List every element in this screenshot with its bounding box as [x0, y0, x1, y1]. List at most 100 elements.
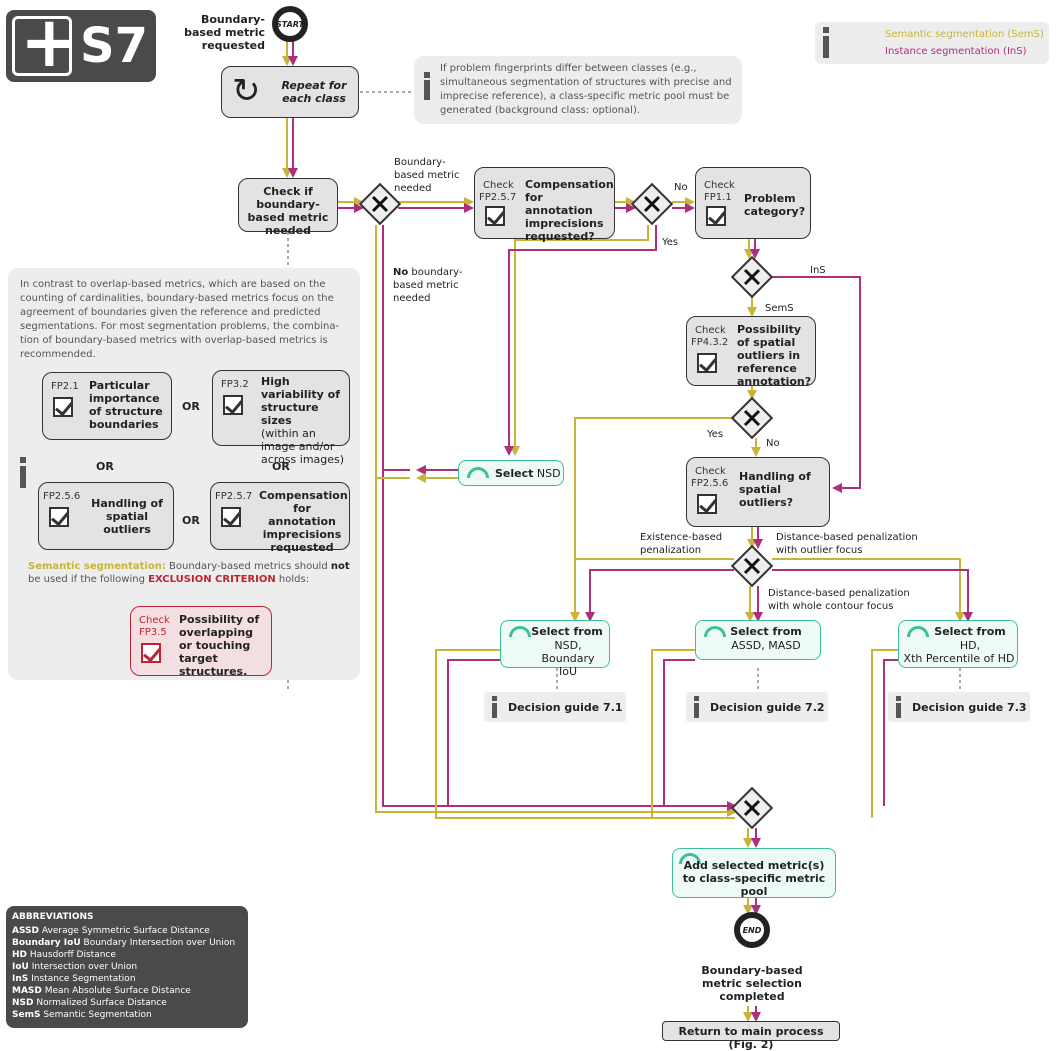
info-icon: [694, 703, 699, 718]
edge-no: No: [674, 182, 688, 193]
abbr-key: HD: [12, 950, 28, 960]
fp-b-bold: High variability of structure sizes: [261, 375, 340, 427]
check-word: Check: [695, 466, 726, 477]
checkbox-icon: [706, 206, 726, 226]
fp-code: FP2.5.6: [691, 478, 729, 489]
abbr-key: IoU: [12, 962, 29, 972]
check-word: Check: [704, 180, 735, 191]
or-3: OR: [272, 460, 290, 473]
info-icon: [896, 703, 901, 718]
end-caption: Boundary-based metric selection complete…: [701, 964, 803, 1003]
edge-dist-whole: Distance-based penalization with whole c…: [768, 588, 910, 612]
edge-no2: No: [766, 438, 780, 449]
checkbox-icon: [697, 494, 717, 514]
abbr-key: SemS: [12, 1010, 41, 1020]
guide-label: Decision guide 7.3: [912, 701, 1027, 714]
select-nsd-rest: NSD: [533, 467, 561, 480]
select-a: Select from NSD, Boundary IoU: [500, 620, 610, 678]
check-compensation: Check FP2.5.7 Compensation for annotatio…: [474, 167, 615, 243]
fp-a-label: Particular importance of structure bound…: [89, 379, 163, 431]
select-b: Select from ASSD, MASD: [695, 620, 821, 660]
handling-label: Handling of spatial outliers?: [739, 470, 811, 509]
fp-code: FP2.5.6: [43, 491, 81, 502]
side-intro: In contrast to overlap-based metrics, wh…: [20, 279, 340, 360]
check-word: Check: [139, 615, 170, 626]
outliers-ref-label: Possibility of spatial outliers in refer…: [737, 323, 812, 388]
fp-handling-outliers: FP2.5.6 Handling of spatial outliers: [38, 482, 174, 550]
select-nsd-bold: Select: [495, 467, 534, 480]
repeat-info-text: If problem fingerprints differ between c…: [440, 63, 732, 116]
fp-importance-boundaries: FP2.1 Particular importance of structure…: [42, 372, 172, 440]
fp-overlapping-structures: Check FP3.5 Possibility of overlapping o…: [130, 606, 272, 678]
compensation-label: Compensation for annotation imprecisions…: [525, 178, 614, 243]
abbr-value: Boundary Intersection over Union: [83, 938, 236, 948]
info-icon: [424, 80, 430, 100]
abbr-row: NSD Normalized Surface Distance: [12, 997, 248, 1009]
select-b-items: ASSD, MASD: [731, 639, 801, 652]
fp-variability-sizes: FP3.2 High variability of structure size…: [212, 370, 350, 466]
edge-ins: InS: [810, 265, 826, 276]
abbr-value: Average Symmetric Surface Distance: [41, 926, 210, 936]
refresh-icon: ↻: [232, 71, 261, 111]
return-label: Return to main process (Fig. 2): [678, 1025, 824, 1051]
edge-sems: SemS: [765, 303, 794, 314]
abbr-key: Boundary IoU: [12, 938, 81, 948]
checkbox-icon: [49, 507, 69, 527]
exclusion-text-2: Boundary-based metrics should: [165, 561, 331, 572]
check-word: Check: [695, 325, 726, 336]
plus-icon: +: [20, 1, 79, 83]
check-handling-outliers: Check FP2.5.6 Handling of spatial outlie…: [686, 457, 830, 527]
select-a-items: NSD, Boundary IoU: [541, 639, 595, 678]
checkbox-icon: [485, 206, 505, 226]
info-icon: [823, 36, 829, 58]
exclusion-text: Semantic segmentation: Boundary-based me…: [28, 560, 350, 586]
edge-yes2: Yes: [707, 429, 724, 440]
edge-not-needed-rest: boundary-based metric needed: [393, 267, 463, 304]
legend-sem: Semantic segmentation (SemS): [885, 29, 1044, 40]
header-badge: + S7: [6, 2, 156, 82]
fp-code: FP4.3.2: [691, 337, 729, 348]
problem-category-label: Problem category?: [744, 192, 806, 218]
info-icon-dot: [20, 457, 26, 463]
check-problem-category: Check FP1.1 Problem category?: [695, 167, 811, 239]
checkbox-icon: [221, 507, 241, 527]
gauge-icon: [704, 626, 726, 637]
repeat-label: Repeat for each class: [281, 79, 347, 105]
fp-x-label: Possibility of overlapping or touching t…: [179, 613, 260, 678]
abbr-row: Boundary IoU Boundary Intersection over …: [12, 937, 248, 949]
check-needed-label: Check if boundary-based metric needed: [247, 185, 329, 237]
abbr-row: InS Instance Segmentation: [12, 973, 248, 985]
abbr-key: MASD: [12, 986, 42, 996]
exclusion-text-4: be used if the following: [28, 574, 149, 585]
info-icon: [20, 466, 26, 488]
decision-guide-7-2[interactable]: Decision guide 7.2: [686, 692, 828, 722]
return-main-process[interactable]: Return to main process (Fig. 2): [662, 1021, 840, 1051]
fp-code: FP2.5.7: [215, 491, 253, 502]
exclusion-text-6: holds:: [275, 574, 310, 585]
exclusion-sem: Semantic segmentation:: [28, 561, 166, 572]
exclusion-criterion: EXCLUSION CRITERION: [148, 574, 276, 585]
abbreviations-title: ABBREVIATIONS: [12, 912, 94, 922]
check-boundary-needed: Check if boundary-based metric needed: [238, 178, 338, 237]
check-outliers-reference: Check FP4.3.2 Possibility of spatial out…: [686, 316, 816, 388]
gauge-icon: [467, 467, 489, 478]
edge-existence: Existence-based penalization: [640, 532, 723, 556]
checkbox-icon: [53, 397, 73, 417]
start-label: START: [275, 20, 305, 29]
fp-compensation: FP2.5.7 Compensation for annotation impr…: [210, 482, 350, 554]
fp-code: FP2.5.7: [479, 192, 517, 203]
guide-label: Decision guide 7.1: [508, 701, 623, 714]
edge-not-needed-bold: No: [393, 267, 409, 278]
abbr-value: Instance Segmentation: [31, 974, 136, 984]
select-c-items-1: HD,: [959, 639, 981, 652]
guide-label: Decision guide 7.2: [710, 701, 825, 714]
start-caption: Boundary-based metric requested: [184, 13, 265, 52]
decision-guide-7-1[interactable]: Decision guide 7.1: [484, 692, 626, 722]
abbr-row: HD Hausdorff Distance: [12, 949, 248, 961]
info-icon-dot: [896, 696, 901, 701]
info-icon-dot: [694, 696, 699, 701]
decision-guide-7-3[interactable]: Decision guide 7.3: [888, 692, 1030, 722]
abbr-key: NSD: [12, 998, 34, 1008]
info-icon-dot: [823, 27, 829, 33]
